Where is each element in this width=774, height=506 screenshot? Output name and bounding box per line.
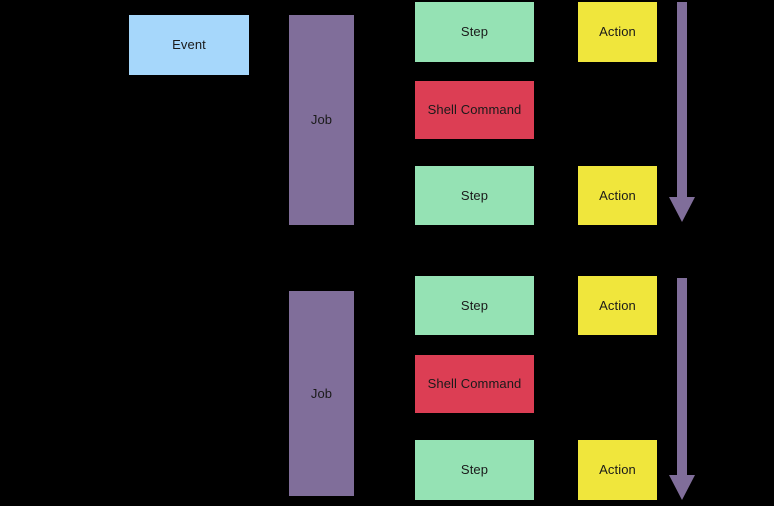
flow-arrow-down-2 <box>669 278 695 500</box>
event-node[interactable]: Event <box>129 15 249 75</box>
job-node-1[interactable]: Job <box>289 15 354 225</box>
action-node-2[interactable]: Action <box>578 166 657 225</box>
step-node-3[interactable]: Step <box>415 276 534 335</box>
step-node-4[interactable]: Step <box>415 440 534 500</box>
action-node-1[interactable]: Action <box>578 2 657 62</box>
step-node-2[interactable]: Step <box>415 166 534 225</box>
shell-command-node-1[interactable]: Shell Command <box>415 81 534 139</box>
job-node-2[interactable]: Job <box>289 291 354 496</box>
step-node-1[interactable]: Step <box>415 2 534 62</box>
action-node-3[interactable]: Action <box>578 276 657 335</box>
flow-arrow-down-1 <box>669 2 695 222</box>
action-node-4[interactable]: Action <box>578 440 657 500</box>
shell-command-node-2[interactable]: Shell Command <box>415 355 534 413</box>
